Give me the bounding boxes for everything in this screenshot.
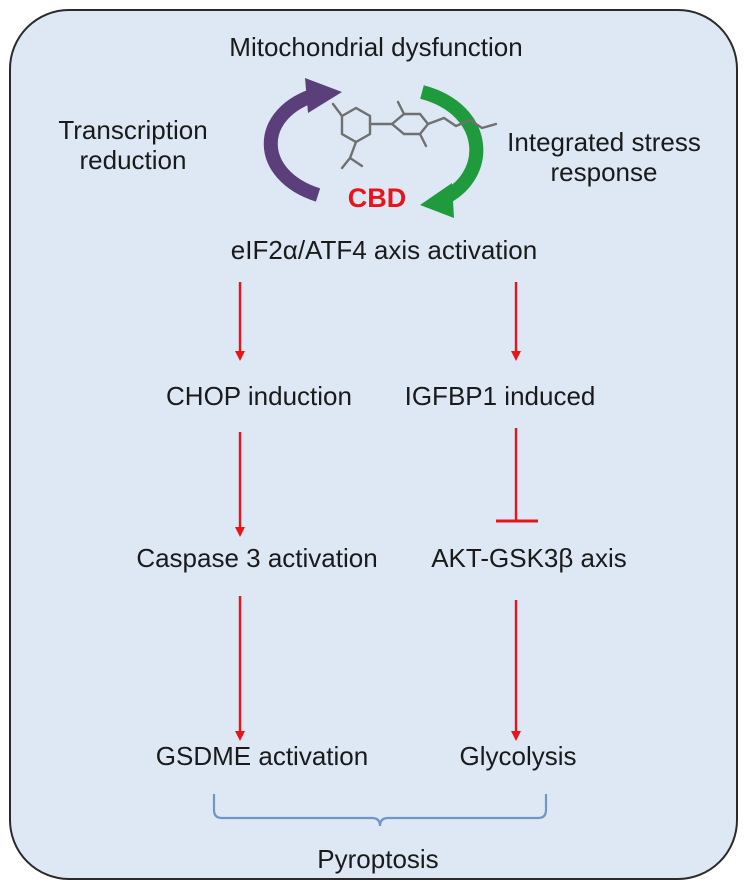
cbd-label: CBD <box>347 183 407 213</box>
inhibition-bar <box>496 428 538 523</box>
integrated-stress-line: Integrated stress <box>507 127 701 157</box>
reduction-line: reduction <box>79 144 187 175</box>
mitochondrial-dysfunction-label: Mitochondrial dysfunction <box>229 32 523 62</box>
pyroptosis-label: Pyroptosis <box>317 844 439 874</box>
cbd-molecule-icon <box>331 100 498 170</box>
transcription-line: Transcription <box>58 115 208 145</box>
akt-gsk3b-axis-label: AKT-GSK3β axis <box>431 543 627 573</box>
diagram-panel <box>9 9 738 880</box>
gsdme-activation-label: GSDME activation <box>155 741 369 771</box>
response-line: response <box>550 156 658 187</box>
chop-induction-label: CHOP induction <box>166 381 352 411</box>
purple-cycle-arrow <box>263 78 342 202</box>
transcription-reduction-label: Transcription reduction <box>58 115 208 176</box>
caspase3-activation-label: Caspase 3 activation <box>136 543 378 573</box>
integrated-stress-response-label: Integrated stress response <box>507 127 701 188</box>
green-cycle-arrow <box>419 85 484 218</box>
brace <box>212 794 548 827</box>
igfbp1-induced-label: IGFBP1 induced <box>404 381 596 411</box>
glycolysis-label: Glycolysis <box>459 741 577 771</box>
eif2a-atf4-axis-label: eIF2α/ATF4 axis activation <box>230 235 538 265</box>
